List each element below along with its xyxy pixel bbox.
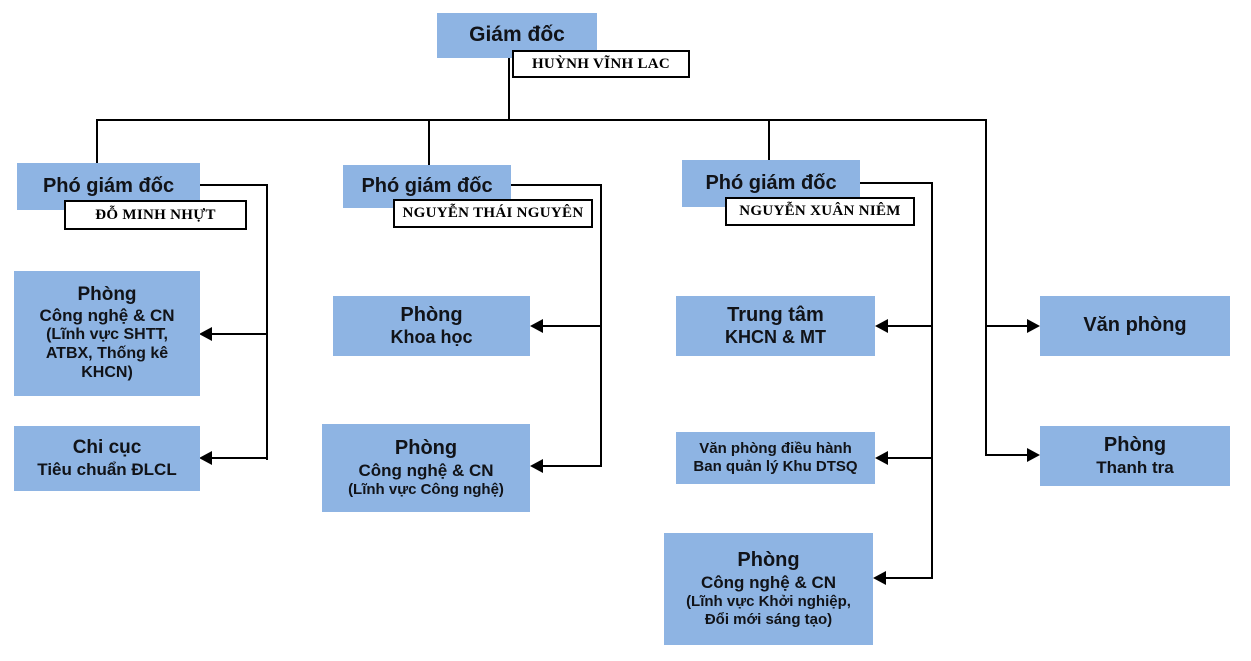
unit-line: KHCN & MT (725, 327, 826, 348)
arrowhead-trung-tam-icon (875, 319, 888, 333)
deputy2-name-plate: NGUYỄN THÁI NGUYÊN (393, 199, 593, 228)
connector-to-phong-cn-shtt (212, 333, 268, 335)
org-box-phong-cn-cong-nghe: Phòng Công nghệ & CN (Lĩnh vực Công nghệ… (322, 424, 530, 512)
unit-title: Chi cục (72, 437, 142, 459)
arrowhead-vp-dieu-hanh-icon (875, 451, 888, 465)
deputy3-name: NGUYỄN XUÂN NIÊM (739, 203, 901, 219)
connector-drop-deputy3 (768, 119, 770, 161)
unit-line: Công nghệ & CN (358, 460, 494, 480)
unit-title: Phòng (400, 303, 463, 326)
deputy1-name: ĐỖ MINH NHỰT (95, 206, 216, 223)
unit-title: Phòng (737, 549, 800, 572)
connector-deputy1-stub (200, 184, 268, 186)
connector-main-horizontal (97, 119, 987, 121)
connector-to-phong-thanh-tra (985, 454, 1027, 456)
org-box-phong-cn-khoi-nghiep: Phòng Công nghệ & CN (Lĩnh vực Khởi nghi… (664, 533, 873, 645)
arrowhead-van-phong-icon (1027, 319, 1040, 333)
org-box-phong-cn-shtt: Phòng Công nghệ & CN (Lĩnh vực SHTT, ATB… (14, 271, 200, 396)
arrowhead-phong-cn-shtt-icon (199, 327, 212, 341)
connector-deputy1-vertical (266, 184, 268, 460)
org-box-van-phong: Văn phòng (1040, 296, 1230, 356)
unit-line: ATBX, Thống kê (45, 345, 169, 363)
unit-title: Trung tâm (727, 303, 824, 326)
unit-title: Phòng (1103, 434, 1167, 457)
unit-line: Thanh tra (1096, 457, 1174, 477)
unit-title: Văn phòng (1083, 314, 1187, 337)
director-name-plate: HUỲNH VĨNH LAC (512, 50, 690, 78)
org-box-trung-tam: Trung tâm KHCN & MT (676, 296, 875, 356)
deputy2-title: Phó giám đốc (361, 174, 493, 197)
connector-to-van-phong (985, 325, 1027, 327)
deputy3-name-plate: NGUYỄN XUÂN NIÊM (725, 197, 915, 226)
unit-line: Ban quản lý Khu DTSQ (693, 458, 858, 475)
org-box-chi-cuc: Chi cục Tiêu chuẩn ĐLCL (14, 426, 200, 491)
unit-title: Phòng (394, 437, 458, 460)
connector-to-vp-dieu-hanh (888, 457, 933, 459)
unit-title: Phòng (77, 283, 137, 305)
connector-to-chi-cuc (212, 457, 268, 459)
connector-to-phong-cn-khoi-nghiep (886, 577, 933, 579)
unit-line: (Lĩnh vực SHTT, (46, 326, 168, 344)
org-box-vp-dieu-hanh: Văn phòng điều hành Ban quản lý Khu DTSQ (676, 432, 875, 484)
arrowhead-phong-thanh-tra-icon (1027, 448, 1040, 462)
connector-drop-deputy2 (428, 119, 430, 166)
connector-to-phong-cn-cong-nghe (543, 465, 602, 467)
deputy1-title: Phó giám đốc (42, 174, 175, 197)
connector-to-phong-khoa-hoc (543, 325, 602, 327)
unit-line: Văn phòng điều hành (699, 440, 852, 458)
director-title: Giám đốc (469, 23, 565, 47)
arrowhead-phong-khoa-hoc-icon (530, 319, 543, 333)
unit-line: Tiêu chuẩn ĐLCL (37, 459, 177, 479)
deputy3-title: Phó giám đốc (705, 171, 837, 194)
connector-trunk (508, 58, 510, 120)
connector-deputy3-vertical (931, 182, 933, 579)
connector-drop-deputy1 (96, 119, 98, 164)
deputy1-name-plate: ĐỖ MINH NHỰT (64, 200, 247, 230)
unit-line: KHCN) (81, 364, 133, 382)
org-box-phong-khoa-hoc: Phòng Khoa học (333, 296, 530, 356)
unit-line: Đổi mới sáng tạo) (704, 610, 833, 628)
unit-line: Công nghệ & CN (39, 306, 175, 326)
connector-to-trung-tam (888, 325, 933, 327)
unit-line: (Lĩnh vực Khởi nghiệp, (686, 593, 851, 611)
arrowhead-phong-cn-cong-nghe-icon (530, 459, 543, 473)
unit-line: (Lĩnh vực Công nghệ) (348, 480, 504, 498)
unit-line: Công nghệ & CN (700, 573, 837, 593)
arrowhead-chi-cuc-icon (199, 451, 212, 465)
director-name: HUỲNH VĨNH LAC (531, 55, 671, 72)
arrowhead-phong-cn-khoi-nghiep-icon (873, 571, 886, 585)
unit-line: Khoa học (390, 327, 473, 348)
connector-right-feed (985, 119, 987, 456)
org-box-phong-thanh-tra: Phòng Thanh tra (1040, 426, 1230, 486)
connector-deputy3-stub (860, 182, 933, 184)
connector-deputy2-stub (511, 184, 602, 186)
deputy2-name: NGUYỄN THÁI NGUYÊN (402, 205, 584, 221)
